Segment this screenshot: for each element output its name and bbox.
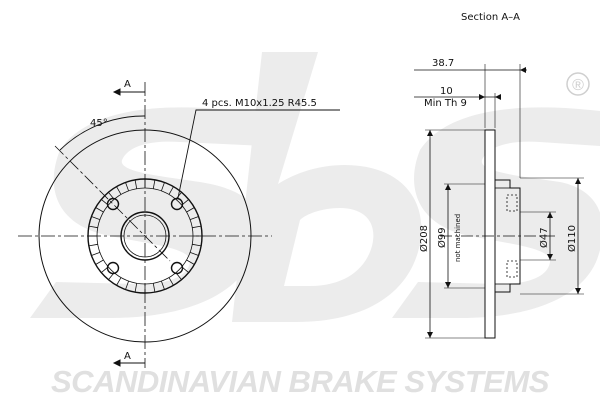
hub-scallop-tick bbox=[95, 207, 104, 213]
hub-scallop-tick bbox=[168, 186, 174, 195]
hub-scallop-tick bbox=[152, 283, 156, 293]
dimension-arrows bbox=[427, 67, 581, 338]
hub-scallop-tick bbox=[175, 192, 182, 200]
hub-scallop-tick bbox=[192, 243, 202, 247]
section-label-top: A bbox=[124, 79, 131, 90]
hub-scallop-tick bbox=[192, 225, 202, 229]
section-marker-top bbox=[112, 88, 145, 96]
outer-diameter-label: Ø208 bbox=[418, 225, 430, 252]
registered-mark: ® bbox=[572, 77, 584, 94]
hub-scallop-tick bbox=[186, 207, 195, 213]
hub-scallops bbox=[88, 179, 202, 293]
hub-scallop-tick bbox=[152, 179, 156, 189]
bolt-spec-label: 4 pcs. M10x1.25 R45.5 bbox=[202, 98, 317, 109]
hub-scallop-tick bbox=[88, 243, 98, 247]
section-marker-bottom bbox=[112, 359, 145, 367]
hub-scallop-tick bbox=[91, 252, 101, 256]
hub-scallop-tick bbox=[181, 266, 189, 273]
hub-scallop-tick bbox=[101, 266, 109, 273]
bolt-hole-3 bbox=[106, 261, 120, 275]
section-label-bottom: A bbox=[124, 351, 131, 362]
offset-dimension: 38.7 bbox=[432, 58, 454, 69]
hub-scallop-tick bbox=[181, 199, 189, 206]
bolt-hole-1 bbox=[106, 197, 120, 211]
bolt-hole-2 bbox=[170, 197, 184, 211]
hub-scallop-tick bbox=[134, 179, 138, 189]
not-machined-label: not machined bbox=[454, 214, 462, 262]
angle-label: 45° bbox=[90, 118, 108, 129]
hub-scallop-tick bbox=[125, 182, 129, 192]
min-thickness-label: Min Th 9 bbox=[424, 98, 467, 109]
registered-circle-icon bbox=[566, 72, 590, 96]
hub-scallop-tick bbox=[189, 252, 199, 256]
hub-scallop-tick bbox=[116, 277, 122, 286]
hub-scallop-tick bbox=[189, 216, 199, 220]
hub-scallop-tick bbox=[108, 272, 115, 280]
hub-scallop-tick bbox=[161, 182, 165, 192]
hub-scallop-tick bbox=[95, 259, 104, 265]
hub-scallop-tick bbox=[168, 277, 174, 286]
hub-scallop-tick bbox=[125, 280, 129, 290]
thickness-dimension: 10 bbox=[440, 86, 453, 97]
section-title: Section A–A bbox=[461, 12, 520, 23]
disc-section-view bbox=[414, 64, 584, 339]
inner-diameter-label: Ø99 bbox=[436, 227, 448, 248]
sbs-logo-watermark-icon bbox=[30, 52, 600, 322]
company-name: SCANDINAVIAN BRAKE SYSTEMS bbox=[51, 364, 550, 399]
hub-scallop-tick bbox=[88, 225, 98, 229]
hub-scallop-tick bbox=[161, 280, 165, 290]
disc-front-view bbox=[18, 82, 340, 368]
hub-scallop-tick bbox=[186, 259, 195, 265]
hub-diameter-label: Ø110 bbox=[566, 225, 578, 252]
hub-scallop-tick bbox=[108, 192, 115, 200]
hub-scallop-tick bbox=[134, 283, 138, 293]
hub-scallop-tick bbox=[116, 186, 122, 195]
hub-scallop-tick bbox=[101, 199, 109, 206]
center-bore-label: Ø47 bbox=[538, 227, 550, 248]
hub-scallop-tick bbox=[175, 272, 182, 280]
bolt-hole-4 bbox=[170, 261, 184, 275]
hub-scallop-tick bbox=[91, 216, 101, 220]
